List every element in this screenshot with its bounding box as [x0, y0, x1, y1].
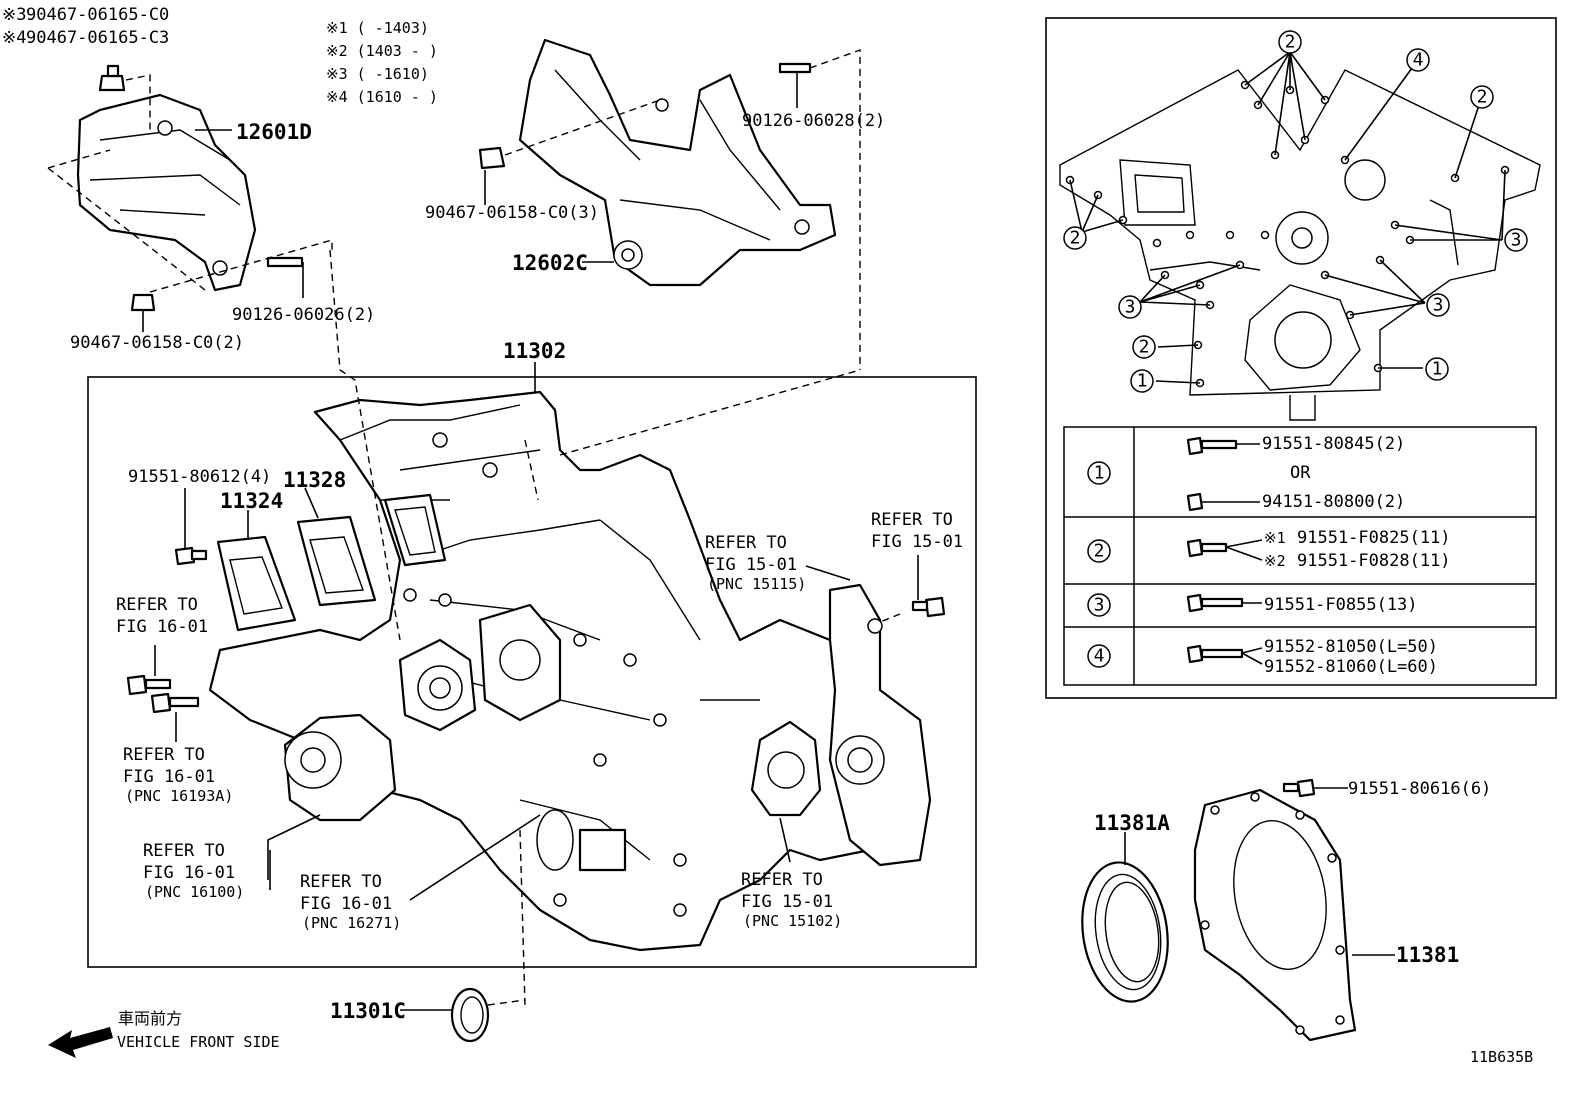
refer-g-pnc: (PNC 15102): [743, 912, 842, 930]
range-note-1: ※1 ( -1403): [326, 19, 429, 37]
callout-3b: 3: [1125, 297, 1136, 318]
label-12602c: 12602C: [512, 251, 588, 275]
row-1-part-a: 91551-80845(2): [1262, 434, 1405, 454]
table-row: 2 ※1 91551-F0825(11) ※2 91551-F0828(11): [1087, 528, 1451, 571]
row-3-part: 91551-F0855(13): [1264, 595, 1418, 615]
label-11381: 11381: [1396, 943, 1459, 967]
row-4-part-a: 91552-81050(L=50): [1264, 637, 1438, 657]
front-label-en: VEHICLE FRONT SIDE: [117, 1033, 280, 1051]
timing-cover-assembly: 11302: [87, 249, 977, 1006]
label-90126-06026: 90126-06026(2): [232, 305, 375, 325]
row-2-part-b: 91551-F0828(11): [1297, 551, 1451, 571]
row-key-1: 1: [1094, 463, 1105, 484]
refer-c-line2: FIG 15-01: [871, 532, 963, 552]
row-1-part-b: 94151-80800(2): [1262, 492, 1405, 512]
bolt-location-detail: 2 4 2 2 3 3 3 2 1 1 1 91551-80845(2): [1045, 17, 1557, 699]
label-90467-06158-c0-2: 90467-06158-C0(2): [70, 333, 244, 353]
refer-d-line2: FIG 16-01: [123, 767, 215, 787]
row-4-part-b: 91552-81060(L=60): [1264, 657, 1438, 677]
refer-labels: REFER TO FIG 16-01 REFER TO FIG 15-01 (P…: [116, 510, 963, 932]
range-note-3: ※3 ( -1610): [326, 65, 429, 83]
refer-b-line1: REFER TO: [705, 533, 787, 553]
variant-notes: ※3 90467-06165-C0 ※4 90467-06165-C3 ※1 (…: [2, 5, 438, 106]
refer-f-line2: FIG 16-01: [300, 894, 392, 914]
refer-e-pnc: (PNC 16100): [145, 883, 244, 901]
label-90126-06028: 90126-06028(2): [742, 111, 885, 131]
row-1-or: OR: [1290, 463, 1311, 483]
label-91551-80616: 91551-80616(6): [1348, 779, 1491, 799]
refer-d-pnc: (PNC 16193A): [125, 787, 233, 805]
refer-a-line2: FIG 16-01: [116, 617, 208, 637]
label-11302: 11302: [503, 339, 566, 363]
refer-a-line1: REFER TO: [116, 595, 198, 615]
table-row: 3 91551-F0855(13): [1087, 593, 1418, 617]
refer-f-pnc: (PNC 16271): [302, 914, 401, 932]
row-2-part-a: 91551-F0825(11): [1297, 528, 1451, 548]
rear-seal-group: 11381A 91551-80616(6) 11381: [1081, 778, 1491, 1042]
assembly-frame: [87, 376, 977, 968]
refer-g-line2: FIG 15-01: [741, 892, 833, 912]
label-11328: 11328: [283, 468, 346, 492]
label-11381a: 11381A: [1094, 811, 1170, 835]
callout-3a: 3: [1511, 230, 1522, 251]
callout-2a: 2: [1285, 32, 1296, 53]
row-key-2: 2: [1094, 541, 1105, 562]
note-star4-mark: ※4: [2, 28, 26, 48]
label-91551-80612: 91551-80612(4): [128, 467, 271, 487]
callout-circles: 2 4 2 2 3 3 3 2 1 1: [1063, 30, 1528, 393]
callout-2b: 2: [1477, 87, 1488, 108]
note-star4-part: 90467-06165-C3: [26, 28, 169, 48]
diagram-code: 11B635B: [1470, 1048, 1533, 1066]
callout-3c: 3: [1433, 295, 1444, 316]
note-star3-mark: ※3: [2, 5, 26, 25]
callout-2c: 2: [1070, 228, 1081, 249]
label-11324: 11324: [220, 489, 283, 513]
refer-g-line1: REFER TO: [741, 870, 823, 890]
refer-d-line1: REFER TO: [123, 745, 205, 765]
callout-4: 4: [1413, 50, 1424, 71]
label-90467-06158-c0-3: 90467-06158-C0(3): [425, 203, 599, 223]
part-12602c-bracket: 90467-06158-C0(3) 90126-06028(2) 12602C: [425, 38, 885, 370]
part-11301c-seal: 11301C: [330, 987, 526, 1043]
row-2-mark-a: ※1: [1264, 529, 1286, 547]
refer-b-pnc: (PNC 15115): [707, 575, 806, 593]
front-label-jp: 車両前方: [118, 1009, 182, 1028]
front-arrow-icon: [48, 1027, 113, 1058]
refer-e-line2: FIG 16-01: [143, 863, 235, 883]
label-12601d: 12601D: [236, 120, 312, 144]
vehicle-front-indicator: 車両前方 VEHICLE FRONT SIDE: [48, 1009, 280, 1058]
row-2-mark-b: ※2: [1264, 552, 1286, 570]
detail-frame: [1045, 17, 1557, 699]
refer-f-line1: REFER TO: [300, 872, 382, 892]
label-11301c: 11301C: [330, 999, 406, 1023]
range-note-4: ※4 (1610 - ): [326, 88, 438, 106]
row-key-3: 3: [1094, 595, 1105, 616]
callout-1a: 1: [1137, 371, 1148, 392]
callout-1b: 1: [1432, 359, 1443, 380]
bolt-table: 1 91551-80845(2) OR 94151-80800(2) 2 ※1 …: [1063, 426, 1537, 686]
table-row: 4 91552-81050(L=50) 91552-81060(L=60): [1087, 637, 1438, 677]
row-key-4: 4: [1094, 646, 1105, 667]
callout-2d: 2: [1139, 337, 1150, 358]
refer-c-line1: REFER TO: [871, 510, 953, 530]
range-note-2: ※2 (1403 - ): [326, 42, 438, 60]
refer-e-line1: REFER TO: [143, 841, 225, 861]
table-row: 1 91551-80845(2) OR 94151-80800(2): [1087, 434, 1405, 512]
part-12601d-bracket: 12601D 90126-06026(2) 90467-06158-C0(2): [47, 64, 375, 353]
refer-b-line2: FIG 15-01: [705, 555, 797, 575]
note-star3-part: 90467-06165-C0: [26, 5, 169, 25]
